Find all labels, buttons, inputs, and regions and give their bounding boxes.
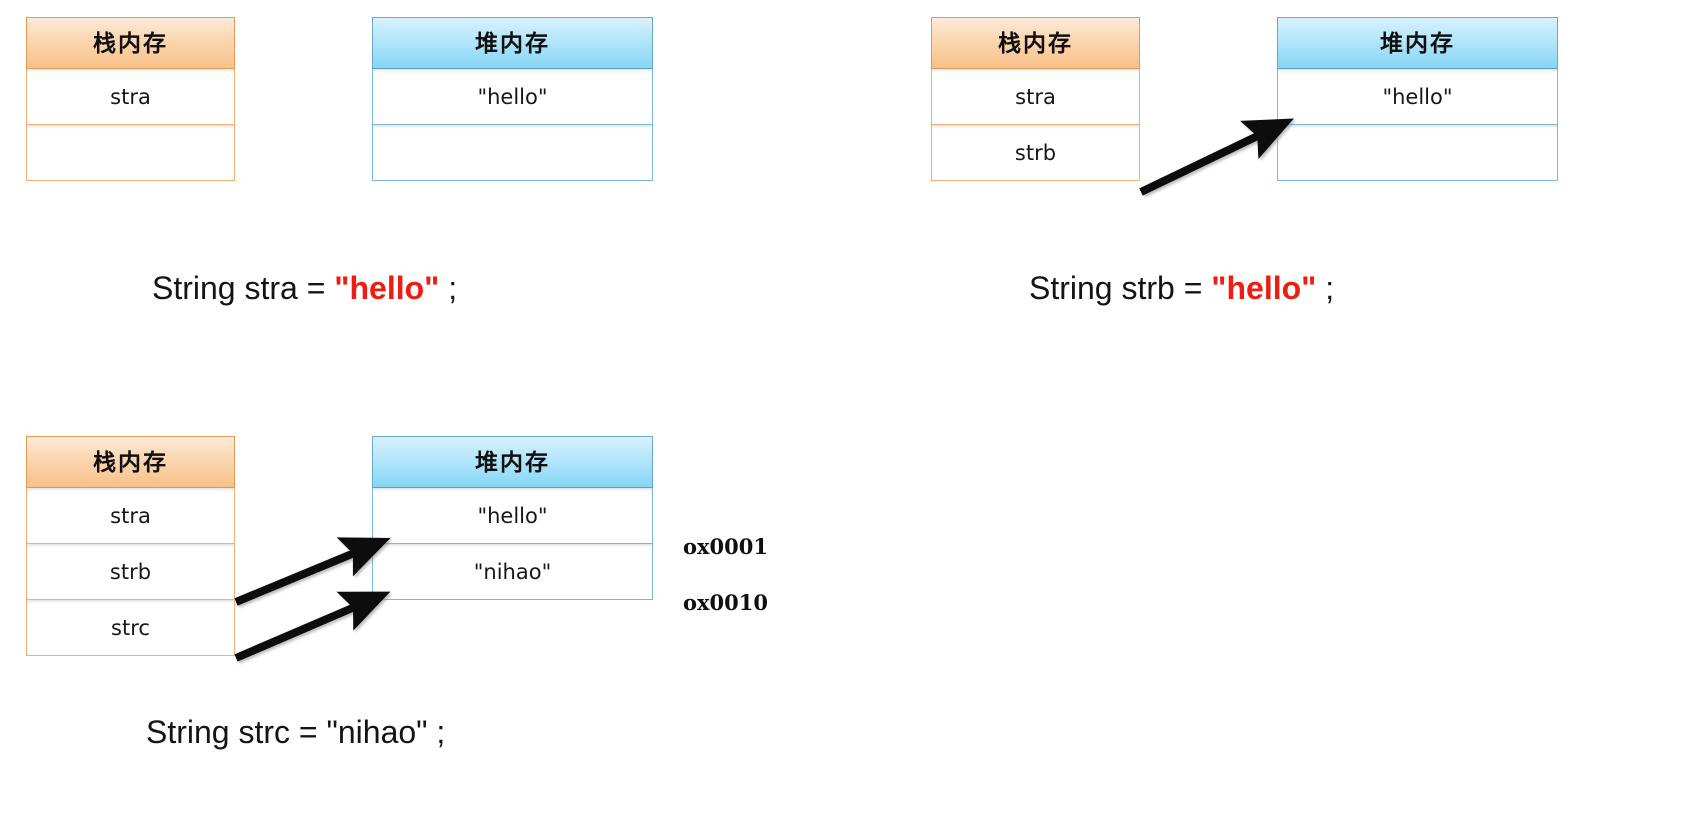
- panel-1-heap-row-empty: [372, 125, 653, 181]
- panel-1-heap-header: 堆内存: [372, 17, 653, 69]
- panel-2-stack-row-stra: stra: [931, 69, 1140, 125]
- panel-3-stack-row-stra: stra: [26, 488, 235, 544]
- panel-3-heap-row-nihao: "nihao": [372, 544, 653, 600]
- panel-3-stack-row-strc: strc: [26, 600, 235, 656]
- panel-2-stack-table: 栈内存 stra strb: [931, 17, 1140, 181]
- panel-3-caption-prefix: String strc =: [146, 714, 327, 750]
- panel-1-caption: String stra = "hello" ;: [152, 270, 457, 307]
- panel-1-heap-row-hello: "hello": [372, 69, 653, 125]
- panel-2-arrow-strb-to-hello: [1139, 118, 1294, 196]
- panel-2-caption-literal: "hello": [1211, 270, 1317, 306]
- panel-1-caption-prefix: String stra =: [152, 270, 335, 306]
- panel-3-address-hello: ox0001: [683, 534, 768, 559]
- panel-3-arrow-strb-to-hello: [234, 537, 391, 606]
- panel-3-arrow-strc-to-nihao: [234, 591, 391, 662]
- panel-3-stack-row-strb: strb: [26, 544, 235, 600]
- panel-3-caption-literal: "nihao": [326, 714, 428, 750]
- panel-2-caption-suffix: ;: [1316, 270, 1335, 306]
- panel-1-caption-literal: "hello": [334, 270, 440, 306]
- panel-3-heap-table: 堆内存 "hello" "nihao": [372, 436, 653, 600]
- panel-1-stack-table: 栈内存 stra: [26, 17, 235, 181]
- panel-2-heap-row-empty: [1277, 125, 1558, 181]
- panel-3-heap-header: 堆内存: [372, 436, 653, 488]
- panel-3-address-nihao: ox0010: [683, 590, 768, 615]
- panel-1-stack-row-empty: [26, 125, 235, 181]
- panel-1-heap-table: 堆内存 "hello": [372, 17, 653, 181]
- panel-3-caption: String strc = "nihao" ;: [146, 714, 445, 751]
- panel-2-caption-prefix: String strb =: [1029, 270, 1212, 306]
- panel-2-stack-row-strb: strb: [931, 125, 1140, 181]
- panel-2-stack-header: 栈内存: [931, 17, 1140, 69]
- panel-3-heap-row-hello: "hello": [372, 488, 653, 544]
- panel-1-stack-header: 栈内存: [26, 17, 235, 69]
- panel-2-heap-row-hello: "hello": [1277, 69, 1558, 125]
- panel-1-caption-suffix: ;: [439, 270, 458, 306]
- panel-3-caption-suffix: ;: [427, 714, 446, 750]
- panel-3-stack-table: 栈内存 stra strb strc: [26, 436, 235, 656]
- panel-2-caption: String strb = "hello" ;: [1029, 270, 1334, 307]
- panel-2-heap-table: 堆内存 "hello": [1277, 17, 1558, 181]
- panel-1-stack-row-stra: stra: [26, 69, 235, 125]
- panel-2-heap-header: 堆内存: [1277, 17, 1558, 69]
- panel-3-stack-header: 栈内存: [26, 436, 235, 488]
